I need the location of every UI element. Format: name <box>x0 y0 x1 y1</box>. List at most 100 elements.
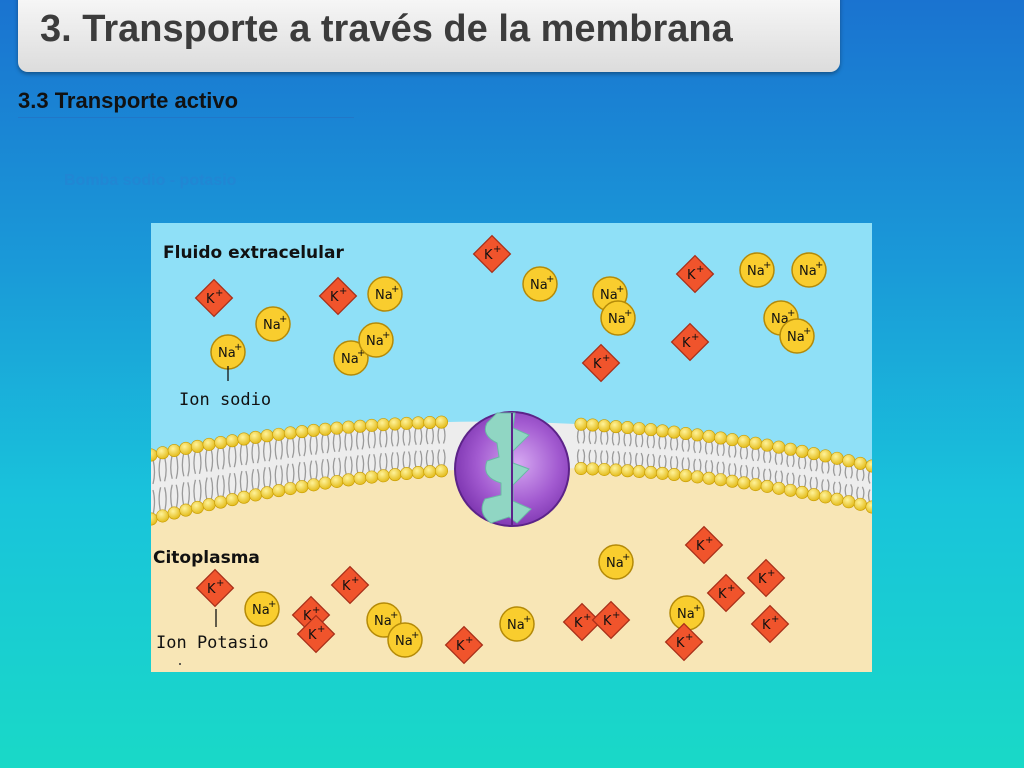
potassium-ion: K+ <box>750 604 790 644</box>
sodium-ion: Na+ <box>499 606 535 642</box>
svg-text:K: K <box>762 618 771 633</box>
sodium-ion: Na+ <box>387 622 423 658</box>
svg-text:K: K <box>330 290 339 305</box>
svg-text:+: + <box>767 568 775 579</box>
svg-text:K: K <box>676 636 685 651</box>
svg-text:+: + <box>493 244 501 255</box>
svg-text:+: + <box>317 624 325 635</box>
sodium-ion: Na+ <box>358 322 394 358</box>
svg-text:Na: Na <box>771 312 789 327</box>
potassium-label: Ion Potasio <box>156 633 269 653</box>
svg-text:+: + <box>390 610 398 621</box>
sodium-ion: Na+ <box>255 306 291 342</box>
svg-text:+: + <box>787 308 795 319</box>
svg-text:+: + <box>727 583 735 594</box>
svg-text:+: + <box>411 630 419 641</box>
potassium-ion: K+ <box>706 573 746 613</box>
slide-subtitle: 3.3 Transporte activo <box>18 88 239 113</box>
svg-text:+: + <box>685 632 693 643</box>
svg-text:+: + <box>696 264 704 275</box>
potassium-ion: K+ <box>562 602 602 642</box>
svg-text:K: K <box>207 582 216 597</box>
sodium-ion: Na+ <box>522 266 558 302</box>
svg-text:Na: Na <box>677 607 695 622</box>
svg-text:Na: Na <box>747 264 765 279</box>
membrane-diagram: Na+Na+Na+Na+Na+Na+Na+Na+Na+Na+Na+Na+Na+N… <box>151 223 872 672</box>
svg-text:K: K <box>456 639 465 654</box>
sodium-ion: Na+ <box>791 252 827 288</box>
svg-text:+: + <box>583 612 591 623</box>
potassium-ion: K+ <box>330 565 370 605</box>
sodium-potassium-pump <box>454 411 570 527</box>
svg-text:+: + <box>268 599 276 610</box>
svg-text:+: + <box>279 314 287 325</box>
svg-text:K: K <box>682 336 691 351</box>
svg-text:+: + <box>771 614 779 625</box>
potassium-ion: K+ <box>195 568 235 608</box>
svg-text:+: + <box>616 284 624 295</box>
svg-text:K: K <box>574 616 583 631</box>
svg-text:Na: Na <box>375 288 393 303</box>
svg-text:K: K <box>206 292 215 307</box>
lipid-heads <box>151 415 872 526</box>
potassium-ion: K+ <box>581 343 621 383</box>
sodium-ion: Na+ <box>367 276 403 312</box>
sodium-ion: Na+ <box>600 300 636 336</box>
svg-text:Na: Na <box>507 618 525 633</box>
svg-text:+: + <box>815 260 823 271</box>
svg-text:Na: Na <box>366 334 384 349</box>
svg-text:+: + <box>705 535 713 546</box>
svg-text:+: + <box>234 342 242 353</box>
svg-text:K: K <box>696 539 705 554</box>
potassium-ion: K+ <box>746 558 786 598</box>
svg-text:+: + <box>339 286 347 297</box>
slide-title: 3. Transporte a través de la membrana <box>40 8 733 50</box>
svg-text:+: + <box>622 552 630 563</box>
svg-text:Na: Na <box>263 318 281 333</box>
svg-text:Na: Na <box>787 330 805 345</box>
svg-text:Na: Na <box>530 278 548 293</box>
svg-text:K: K <box>687 268 696 283</box>
svg-text:+: + <box>465 635 473 646</box>
svg-text:K: K <box>308 628 317 643</box>
diagram-caption: Bomba sodio - potasio <box>64 172 237 189</box>
svg-text:+: + <box>693 603 701 614</box>
svg-text:Na: Na <box>395 634 413 649</box>
sodium-ion: Na+ <box>210 334 246 370</box>
svg-text:Na: Na <box>374 614 392 629</box>
svg-text:K: K <box>484 248 493 263</box>
svg-text:Na: Na <box>252 603 270 618</box>
svg-text:K: K <box>718 587 727 602</box>
potassium-ion: K+ <box>318 276 358 316</box>
svg-text:+: + <box>691 332 699 343</box>
lipid-tails-band <box>151 421 872 519</box>
svg-text:+: + <box>382 330 390 341</box>
svg-text:Na: Na <box>341 352 359 367</box>
svg-text:+: + <box>215 288 223 299</box>
potassium-ion: K+ <box>684 525 724 565</box>
sodium-ion: Na+ <box>244 591 280 627</box>
svg-text:K: K <box>593 357 602 372</box>
sodium-ion: Na+ <box>333 340 369 376</box>
svg-text:+: + <box>624 308 632 319</box>
small-dot <box>179 663 181 665</box>
sodium-label: Ion sodio <box>179 390 271 410</box>
cytoplasm-label: Citoplasma <box>153 548 260 568</box>
potassium-ion: K+ <box>444 625 484 665</box>
svg-text:Na: Na <box>799 264 817 279</box>
svg-text:+: + <box>357 348 365 359</box>
svg-text:K: K <box>758 572 767 587</box>
potassium-ion: K+ <box>664 622 704 662</box>
svg-text:+: + <box>612 610 620 621</box>
svg-text:+: + <box>523 614 531 625</box>
potassium-ion: K+ <box>472 234 512 274</box>
potassium-ion: K+ <box>194 278 234 318</box>
subtitle-underline <box>18 117 354 118</box>
svg-text:+: + <box>312 605 320 616</box>
svg-text:K: K <box>342 579 351 594</box>
svg-text:+: + <box>763 260 771 271</box>
svg-text:+: + <box>351 575 359 586</box>
title-bar: 3. Transporte a través de la membrana <box>18 0 840 72</box>
svg-text:+: + <box>803 326 811 337</box>
sodium-ion: Na+ <box>669 595 705 631</box>
